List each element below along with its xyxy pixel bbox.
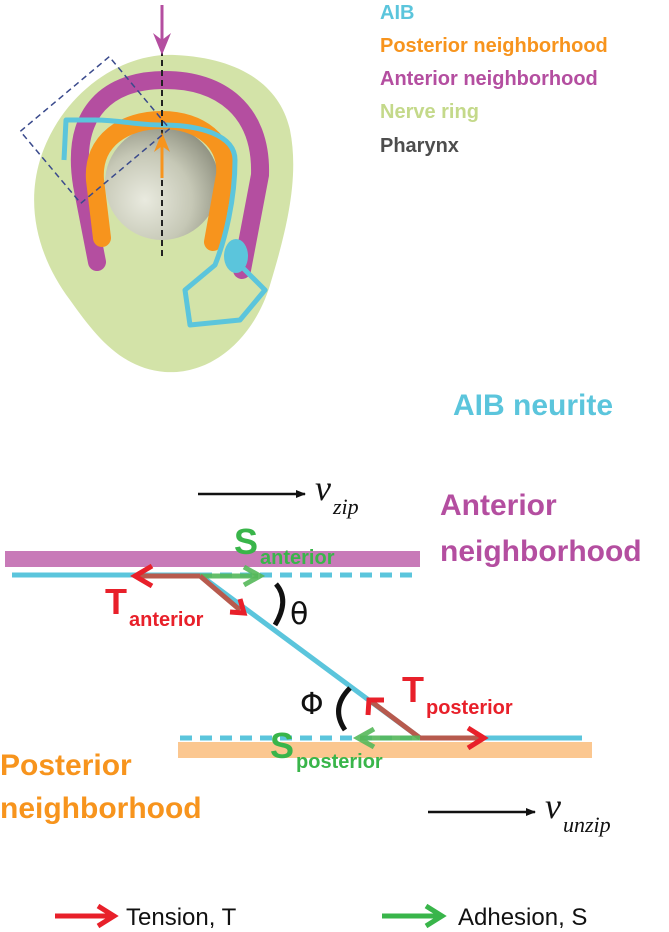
phi-label: Φ	[300, 687, 324, 722]
v-unzip-label: vunzip	[545, 786, 611, 837]
anterior-label-1: Anterior	[440, 489, 557, 522]
cross-section-illustration	[19, 5, 294, 373]
adhesion-posterior-arrow	[352, 726, 420, 750]
adhesion-anterior-arrow	[200, 564, 266, 588]
anterior-arrow-icon	[153, 5, 171, 55]
aib-neurite-path	[61, 117, 268, 328]
legend-anterior: Anterior neighborhood	[380, 68, 598, 90]
posterior-label-2: neighborhood	[0, 792, 202, 825]
anterior-label-2: neighborhood	[440, 535, 642, 568]
legend-aib: AIB	[380, 2, 414, 24]
anterior-neighborhood-bar	[5, 551, 420, 567]
posterior-arrow-icon	[154, 132, 170, 178]
adhesion-key-arrow-icon	[382, 903, 447, 929]
legend-pharynx: Pharynx	[380, 135, 459, 157]
aib-neurite-title: AIB neurite	[453, 389, 613, 422]
zoom-region-box	[19, 55, 171, 205]
mechanics-diagram: AIB neurite vzip Anterior neighborhood S…	[0, 389, 642, 837]
v-zip-label: vzip	[315, 468, 359, 519]
tension-anterior-arrows	[130, 563, 248, 616]
theta-arc	[272, 582, 286, 627]
tension-posterior-arrows	[365, 697, 489, 751]
legend-nerve-ring: Nerve ring	[380, 101, 479, 123]
tension-key-label: Tension, T	[126, 904, 237, 931]
aib-cell-body	[224, 239, 248, 273]
posterior-neighborhood-bar	[178, 742, 592, 758]
force-key: Tension, T Adhesion, S	[55, 903, 587, 931]
phi-arc	[336, 686, 352, 732]
theta-label: θ	[290, 597, 308, 632]
anterior-neighborhood-band	[70, 70, 270, 279]
legend-posterior: Posterior neighborhood	[380, 35, 608, 57]
adhesion-key-label: Adhesion, S	[458, 904, 587, 931]
legend: AIB Posterior neighborhood Anterior neig…	[380, 2, 608, 157]
tension-key-arrow-icon	[55, 903, 119, 929]
posterior-label-1: Posterior	[0, 749, 132, 782]
